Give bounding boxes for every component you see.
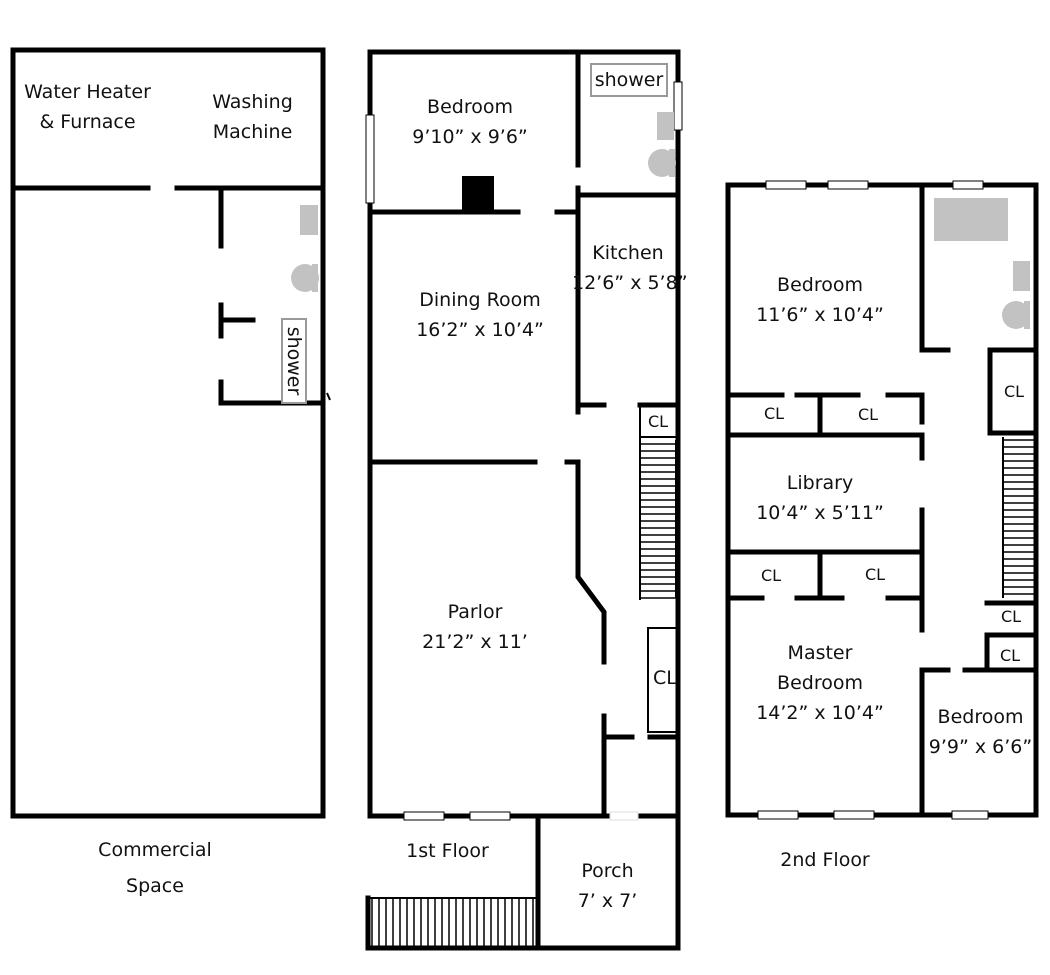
library-dims: 10’4” x 5’11” — [756, 502, 884, 524]
commercial-title-line-1: Commercial — [98, 839, 212, 861]
commercial-space-walls — [10, 47, 331, 819]
second-floor-stair-treads — [1003, 439, 1036, 595]
first-floor-window-marks — [365, 81, 683, 821]
chimney-block — [462, 176, 494, 212]
dining-room-dims: 16’2” x 10’4” — [416, 319, 544, 341]
parlor-label: Parlor 21’2” x 11’ — [400, 597, 550, 657]
parlor-dims: 21’2” x 11’ — [422, 631, 528, 653]
bedroom-1f-label: Bedroom 9’10” x 9’6” — [390, 92, 550, 152]
first-floor-toilet-icon — [648, 112, 676, 177]
porch-label: Porch 7’ x 7’ — [555, 856, 660, 916]
master-bedroom-dims: 14’2” x 10’4” — [756, 702, 884, 724]
closet-2f-7: CL — [1000, 646, 1021, 665]
second-floor-walls — [725, 182, 1039, 818]
kitchen-dims: 12’6” x 5’8” — [572, 272, 688, 294]
washing-machine-line-1: Washing — [212, 91, 293, 113]
first-floor-shower: shower — [590, 63, 668, 97]
bedroom-1f-dims: 9’10” x 9’6” — [412, 126, 528, 148]
washing-machine-line-2: Machine — [212, 121, 293, 143]
washing-machine-label: Washing Machine — [190, 87, 315, 147]
kitchen-name: Kitchen — [592, 242, 664, 264]
commercial-shower: shower — [281, 318, 307, 404]
dining-room-name: Dining Room — [419, 289, 541, 311]
library-label: Library 10’4” x 5’11” — [745, 468, 895, 528]
bedroom-2f-a-name: Bedroom — [777, 274, 863, 296]
first-floor-stair-treads — [640, 443, 676, 599]
library-name: Library — [786, 472, 854, 494]
closet-2f-3: CL — [1004, 382, 1025, 401]
closet-1f-stair: CL — [648, 412, 669, 431]
porch-walls — [365, 815, 681, 951]
bedroom-2f-b-label: Bedroom 9’9” x 6’6” — [928, 702, 1033, 762]
first-floor-shower-label: shower — [594, 69, 664, 91]
kitchen-label: Kitchen 12’6” x 5’8” — [572, 238, 688, 298]
bathtub-icon — [934, 198, 1008, 241]
closet-1f-hall: CL — [653, 667, 677, 689]
water-heater-line-2: & Furnace — [39, 111, 136, 133]
first-floor-walls — [367, 49, 681, 819]
second-floor-title: 2nd Floor — [780, 849, 870, 871]
second-floor-window-marks — [757, 180, 989, 820]
water-heater-line-1: Water Heater — [24, 81, 151, 103]
porch-stair-treads — [371, 898, 534, 948]
master-bedroom-line-2: Bedroom — [777, 672, 863, 694]
bedroom-2f-b-dims: 9’9” x 6’6” — [928, 736, 1033, 758]
closet-2f-2: CL — [858, 405, 879, 424]
first-floor-title: 1st Floor — [406, 840, 489, 862]
bedroom-2f-a-dims: 11’6” x 10’4” — [756, 304, 884, 326]
closet-2f-4: CL — [761, 566, 782, 585]
closet-2f-5: CL — [865, 565, 886, 584]
second-floor-toilet-icon — [1002, 261, 1030, 329]
closet-2f-6: CL — [1001, 607, 1022, 626]
bedroom-2f-b-name: Bedroom — [937, 706, 1024, 728]
dining-room-label: Dining Room 16’2” x 10’4” — [395, 285, 565, 345]
commercial-space-title: Commercial Space — [85, 832, 225, 904]
bedroom-1f-name: Bedroom — [427, 96, 513, 118]
bedroom-2f-a-label: Bedroom 11’6” x 10’4” — [745, 270, 895, 330]
commercial-shower-label: shower — [283, 326, 305, 396]
commercial-title-line-2: Space — [126, 875, 184, 897]
porch-dims: 7’ x 7’ — [577, 890, 638, 912]
parlor-name: Parlor — [447, 601, 503, 623]
master-bedroom-label: Master Bedroom 14’2” x 10’4” — [745, 638, 895, 728]
closet-2f-1: CL — [764, 404, 785, 423]
master-bedroom-line-1: Master — [787, 642, 853, 664]
commercial-toilet-icon — [291, 205, 319, 292]
porch-name: Porch — [581, 860, 634, 882]
water-heater-label: Water Heater & Furnace — [20, 77, 155, 137]
